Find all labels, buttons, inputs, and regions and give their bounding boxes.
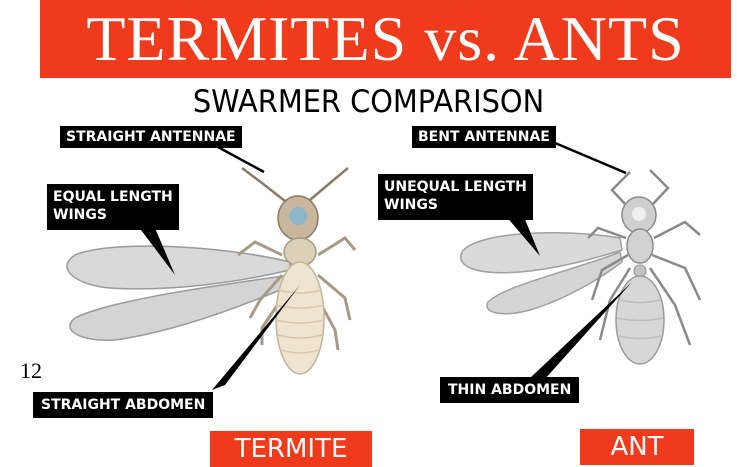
ant-abdomen-label: THIN ABDOMEN: [440, 377, 579, 403]
termite-illustration: [67, 140, 355, 390]
ant-antennae-label: BENT ANTENNAE: [412, 126, 556, 148]
ant-wings-label: UNEQUAL LENGTH WINGS: [378, 174, 533, 220]
termite-antennae-label: STRAIGHT ANTENNAE: [60, 126, 242, 148]
ant-name-tag: ANT: [580, 429, 694, 465]
page-number: 12: [20, 358, 42, 384]
termite-wings-label: EQUAL LENGTH WINGS: [47, 184, 179, 230]
termite-abdomen-label: STRAIGHT ABDOMEN: [33, 392, 213, 418]
termite-name-tag: TERMITE: [210, 431, 372, 467]
